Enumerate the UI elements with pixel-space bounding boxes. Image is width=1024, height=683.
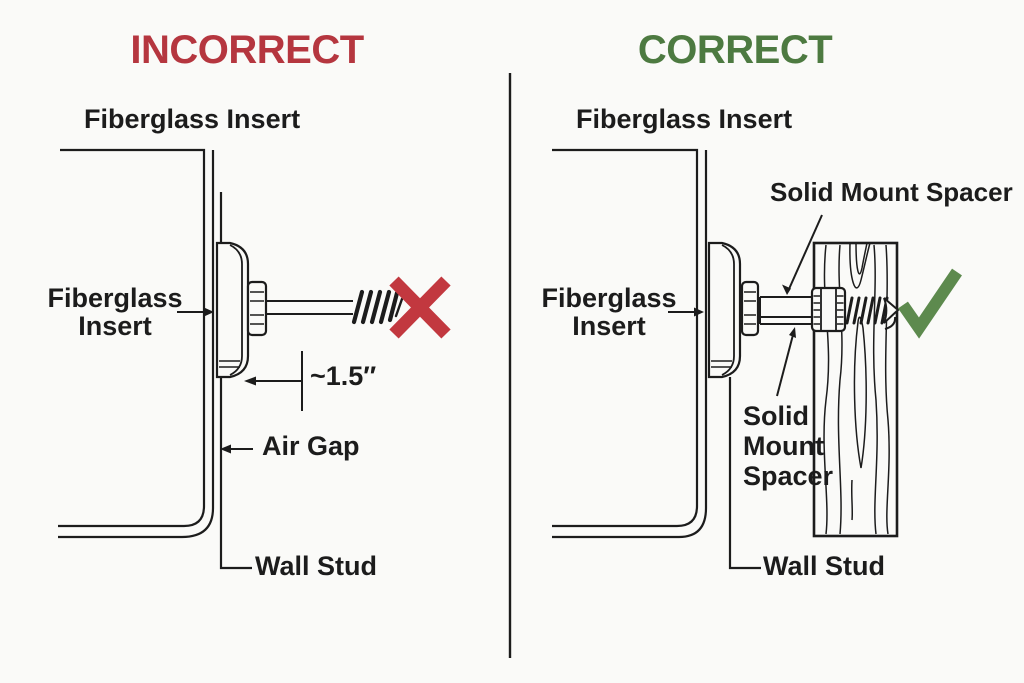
label-arrow-right-insert (668, 307, 704, 317)
dimension-arrow (244, 351, 303, 411)
x-icon (389, 276, 451, 339)
correct-title: CORRECT (637, 28, 833, 72)
label-solid-mount-spacer-stacked: Solid Mount Spacer (743, 401, 834, 491)
label-fiberglass-insert-side-right: Fiberglass Insert (541, 283, 677, 341)
label-solid-mount-spacer-top: Solid Mount Spacer (770, 177, 1013, 207)
screw-threads (351, 289, 404, 325)
solid-mount-spacer-leader-bottom (776, 327, 796, 397)
mount-bracket (215, 241, 250, 379)
check-icon (898, 268, 962, 339)
screw-tip (883, 297, 900, 330)
spacer-tube (759, 296, 812, 325)
mount-knob-right (740, 280, 760, 337)
label-fiberglass-insert-top-right: Fiberglass Insert (576, 104, 793, 134)
solid-mount-spacer-leader-top (782, 214, 823, 295)
label-arrow-left-insert (177, 307, 214, 317)
mount-bracket-right (707, 241, 742, 379)
wood-stud (812, 241, 899, 538)
wall-stud-leader (728, 377, 761, 570)
label-fiberglass-insert-top-left: Fiberglass Insert (84, 104, 301, 134)
fiberglass-insert-outline (58, 148, 215, 539)
label-fiberglass-insert-side-left: Fiberglass Insert (47, 283, 183, 341)
right-diagram (552, 148, 962, 570)
air-gap-arrow (220, 444, 253, 454)
screw-shaft (266, 300, 353, 315)
hex-spacer (810, 286, 847, 333)
fiberglass-insert-outline-right (552, 148, 708, 539)
left-diagram (58, 148, 451, 570)
label-air-gap: Air Gap (262, 431, 360, 461)
incorrect-title: INCORRECT (130, 28, 364, 72)
mount-knob (246, 280, 268, 337)
label-wall-stud-left: Wall Stud (255, 551, 377, 581)
label-dimension: ~1.5″ (310, 361, 377, 391)
label-wall-stud-right: Wall Stud (763, 551, 885, 581)
